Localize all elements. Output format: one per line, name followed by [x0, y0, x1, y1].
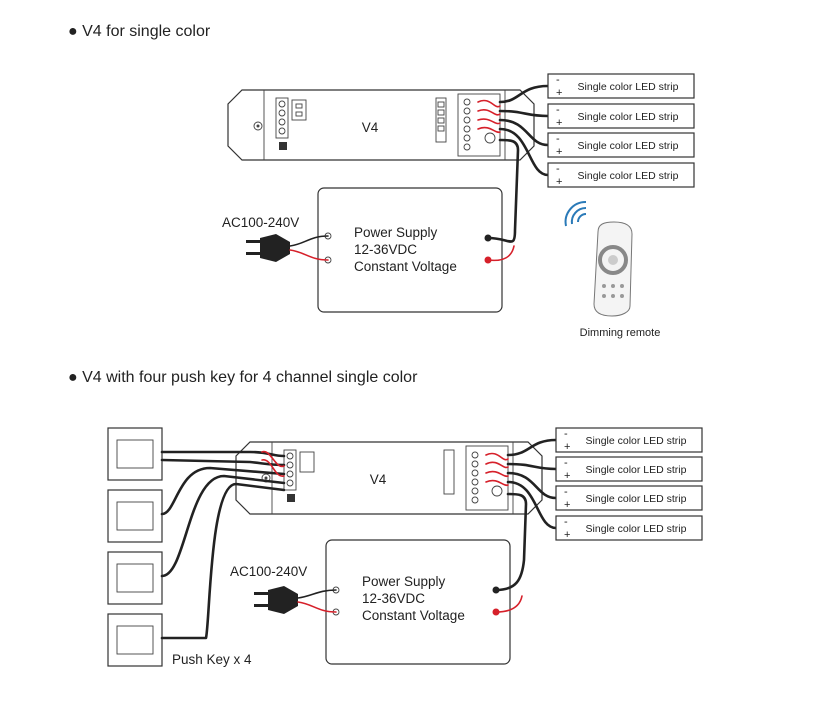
ac-input-label: AC100-240V	[222, 215, 299, 230]
led-strip-label: Single color LED strip	[586, 464, 687, 476]
led-strips-bottom: Single color LED strip -+ Single color L…	[555, 427, 703, 541]
section1-heading: ● V4 for single color	[68, 23, 211, 40]
led-strip-label: Single color LED strip	[578, 170, 679, 182]
svg-text:-: -	[564, 457, 568, 469]
led-strip-label: Single color LED strip	[578, 111, 679, 123]
svg-text:+: +	[556, 117, 562, 129]
push-key-icon	[107, 551, 163, 605]
controller-label: V4	[370, 472, 387, 487]
led-strip-label: Single color LED strip	[586, 493, 687, 505]
ac-input-label: AC100-240V	[230, 564, 307, 579]
push-key-icon	[107, 427, 163, 481]
svg-text:-: -	[564, 486, 568, 498]
terminal-block-icon	[275, 97, 289, 139]
output-terminal-block-icon	[457, 93, 501, 157]
svg-text:-: -	[556, 104, 560, 116]
controller-v4-bottom: V4	[235, 441, 543, 515]
output-wires-bottom	[485, 438, 558, 530]
svg-text:+: +	[564, 470, 570, 482]
svg-text:+: +	[564, 441, 570, 453]
psu-line1: Power Supply	[354, 225, 438, 240]
psu-line3: Constant Voltage	[362, 608, 465, 623]
controller-label: V4	[362, 120, 379, 135]
svg-text:+: +	[556, 87, 562, 99]
push-key-wires	[160, 450, 286, 640]
push-key-icon	[107, 613, 163, 667]
push-key-icon	[107, 489, 163, 543]
mount-hole-icon	[253, 121, 263, 131]
led-strip-label: Single color LED strip	[586, 435, 687, 447]
controller-v4-top: V4	[227, 89, 535, 161]
power-supply-top: Power Supply 12-36VDC Constant Voltage	[317, 187, 503, 313]
svg-text:-: -	[564, 516, 568, 528]
led-strips-top: Single color LED strip -+ Single color L…	[547, 73, 695, 188]
power-supply-bottom: Power Supply 12-36VDC Constant Voltage	[325, 539, 511, 665]
svg-text:+: +	[556, 146, 562, 158]
psu-line2: 12-36VDC	[354, 242, 417, 257]
wireless-signal-icon	[564, 200, 587, 227]
svg-text:+: +	[564, 499, 570, 511]
remote-control-icon	[593, 221, 633, 317]
output-wires-top	[477, 84, 550, 177]
psu-line2: 12-36VDC	[362, 591, 425, 606]
psu-line3: Constant Voltage	[354, 259, 457, 274]
power-plug-icon	[246, 234, 329, 262]
push-key-caption: Push Key x 4	[172, 652, 252, 667]
svg-text:+: +	[564, 529, 570, 541]
led-strip-label: Single color LED strip	[578, 140, 679, 152]
remote-caption: Dimming remote	[580, 327, 661, 339]
svg-text:-: -	[556, 163, 560, 175]
push-keys	[107, 427, 163, 667]
svg-text:-: -	[564, 428, 568, 440]
led-strip-label: Single color LED strip	[578, 81, 679, 93]
svg-text:-: -	[556, 74, 560, 86]
led-strip-label: Single color LED strip	[586, 523, 687, 535]
svg-text:-: -	[556, 133, 560, 145]
section2-heading: ● V4 with four push key for 4 channel si…	[68, 369, 418, 386]
psu-line1: Power Supply	[362, 574, 446, 589]
svg-text:+: +	[556, 176, 562, 188]
power-plug-icon	[254, 586, 337, 614]
